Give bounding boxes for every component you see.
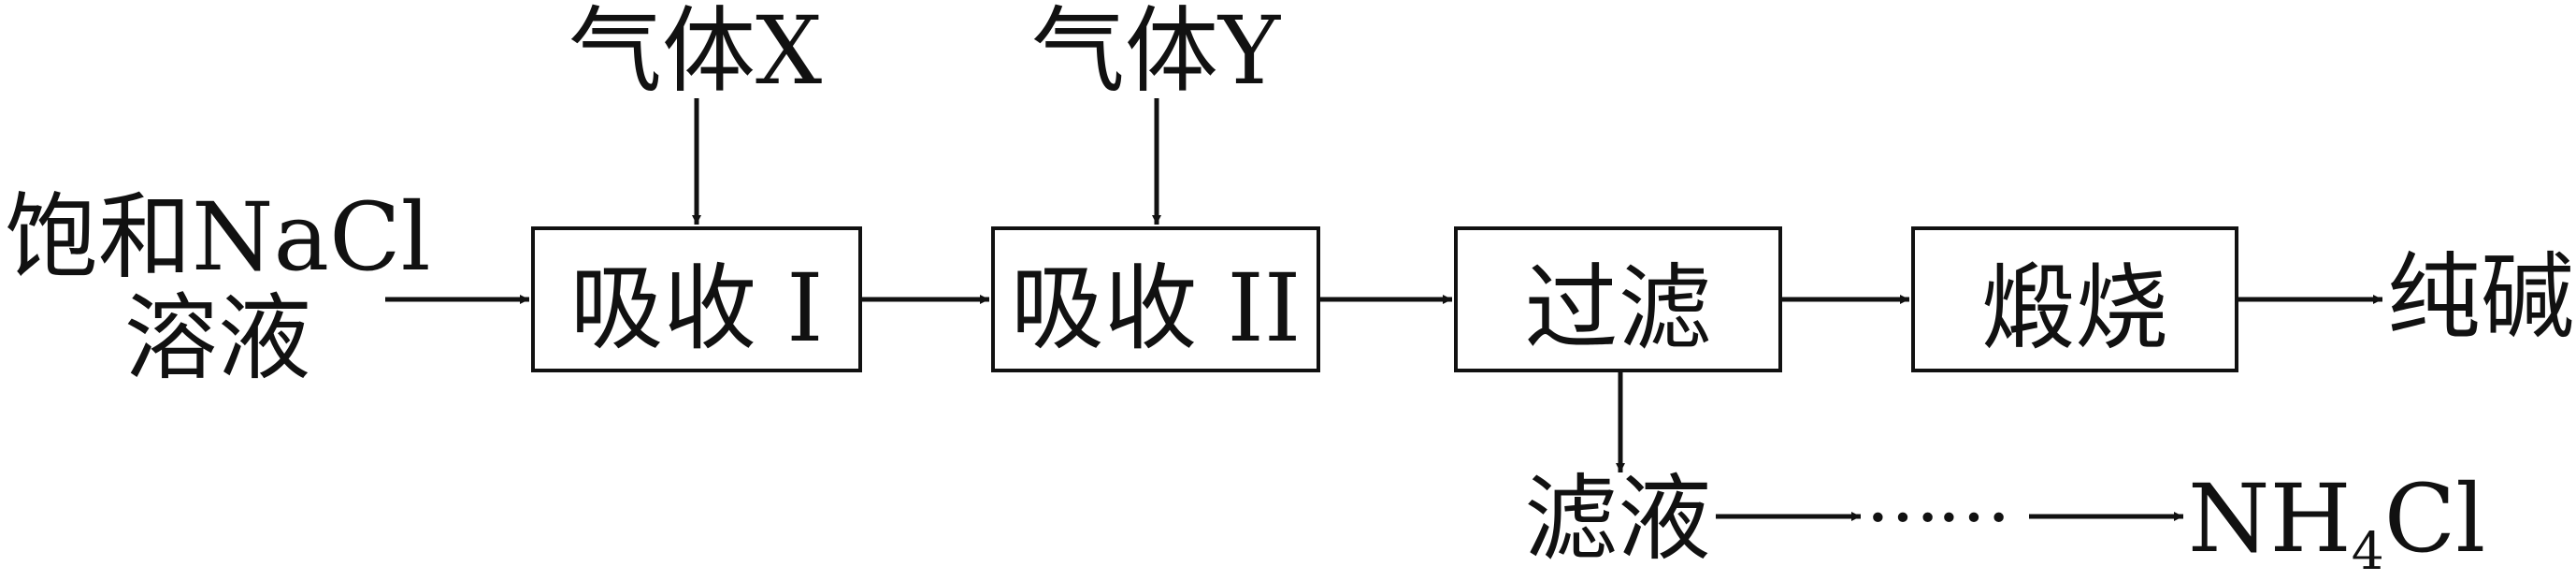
step-absorb-2: 吸收 II [991,226,1320,372]
feed-label: 饱和NaCl 溶液 [5,187,431,389]
byproduct-label: NH4Cl [2188,472,2485,577]
step-calcine: 煅烧 [1911,226,2238,372]
byproduct-main: NH [2188,464,2352,574]
filtrate-label: 滤液 [1524,464,1711,574]
byproduct-subscript: 4 [2351,521,2384,581]
step-absorb-1: 吸收 I [531,226,862,372]
step-filter: 过滤 [1454,226,1782,372]
product-label: 纯碱 [2387,242,2574,352]
ellipsis-label: …… [1865,452,2011,539]
gas-x-label: 气体X [568,0,823,106]
gas-y-label: 气体Y [1031,0,1281,106]
feed-label-line1: 饱和NaCl [5,182,431,292]
byproduct-tail: Cl [2383,464,2486,574]
feed-label-line2: 溶液 [123,283,311,393]
